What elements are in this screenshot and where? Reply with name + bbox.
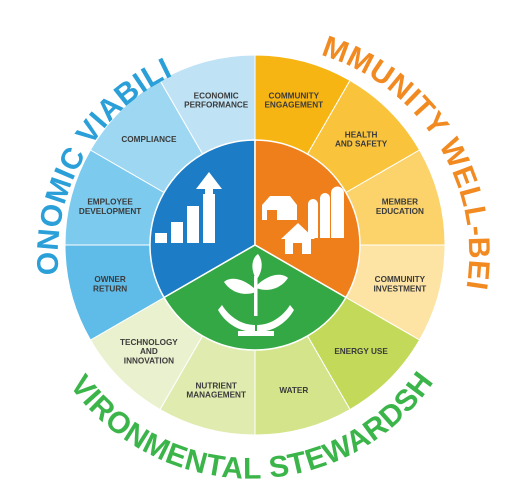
segment-energy-use-label: ENERGY USE — [334, 347, 388, 356]
seedling-in-hands-icon — [218, 254, 294, 336]
core-sector-economic — [149, 139, 256, 299]
segment-water-label: WATER — [279, 386, 308, 395]
outer-ring — [64, 54, 446, 436]
bar-chart-arrow-icon — [155, 172, 222, 243]
segment-compliance-label: COMPLIANCE — [121, 135, 177, 144]
core-sector-community — [254, 139, 361, 299]
inner-core — [149, 139, 361, 351]
farm-buildings-icon — [262, 186, 344, 254]
